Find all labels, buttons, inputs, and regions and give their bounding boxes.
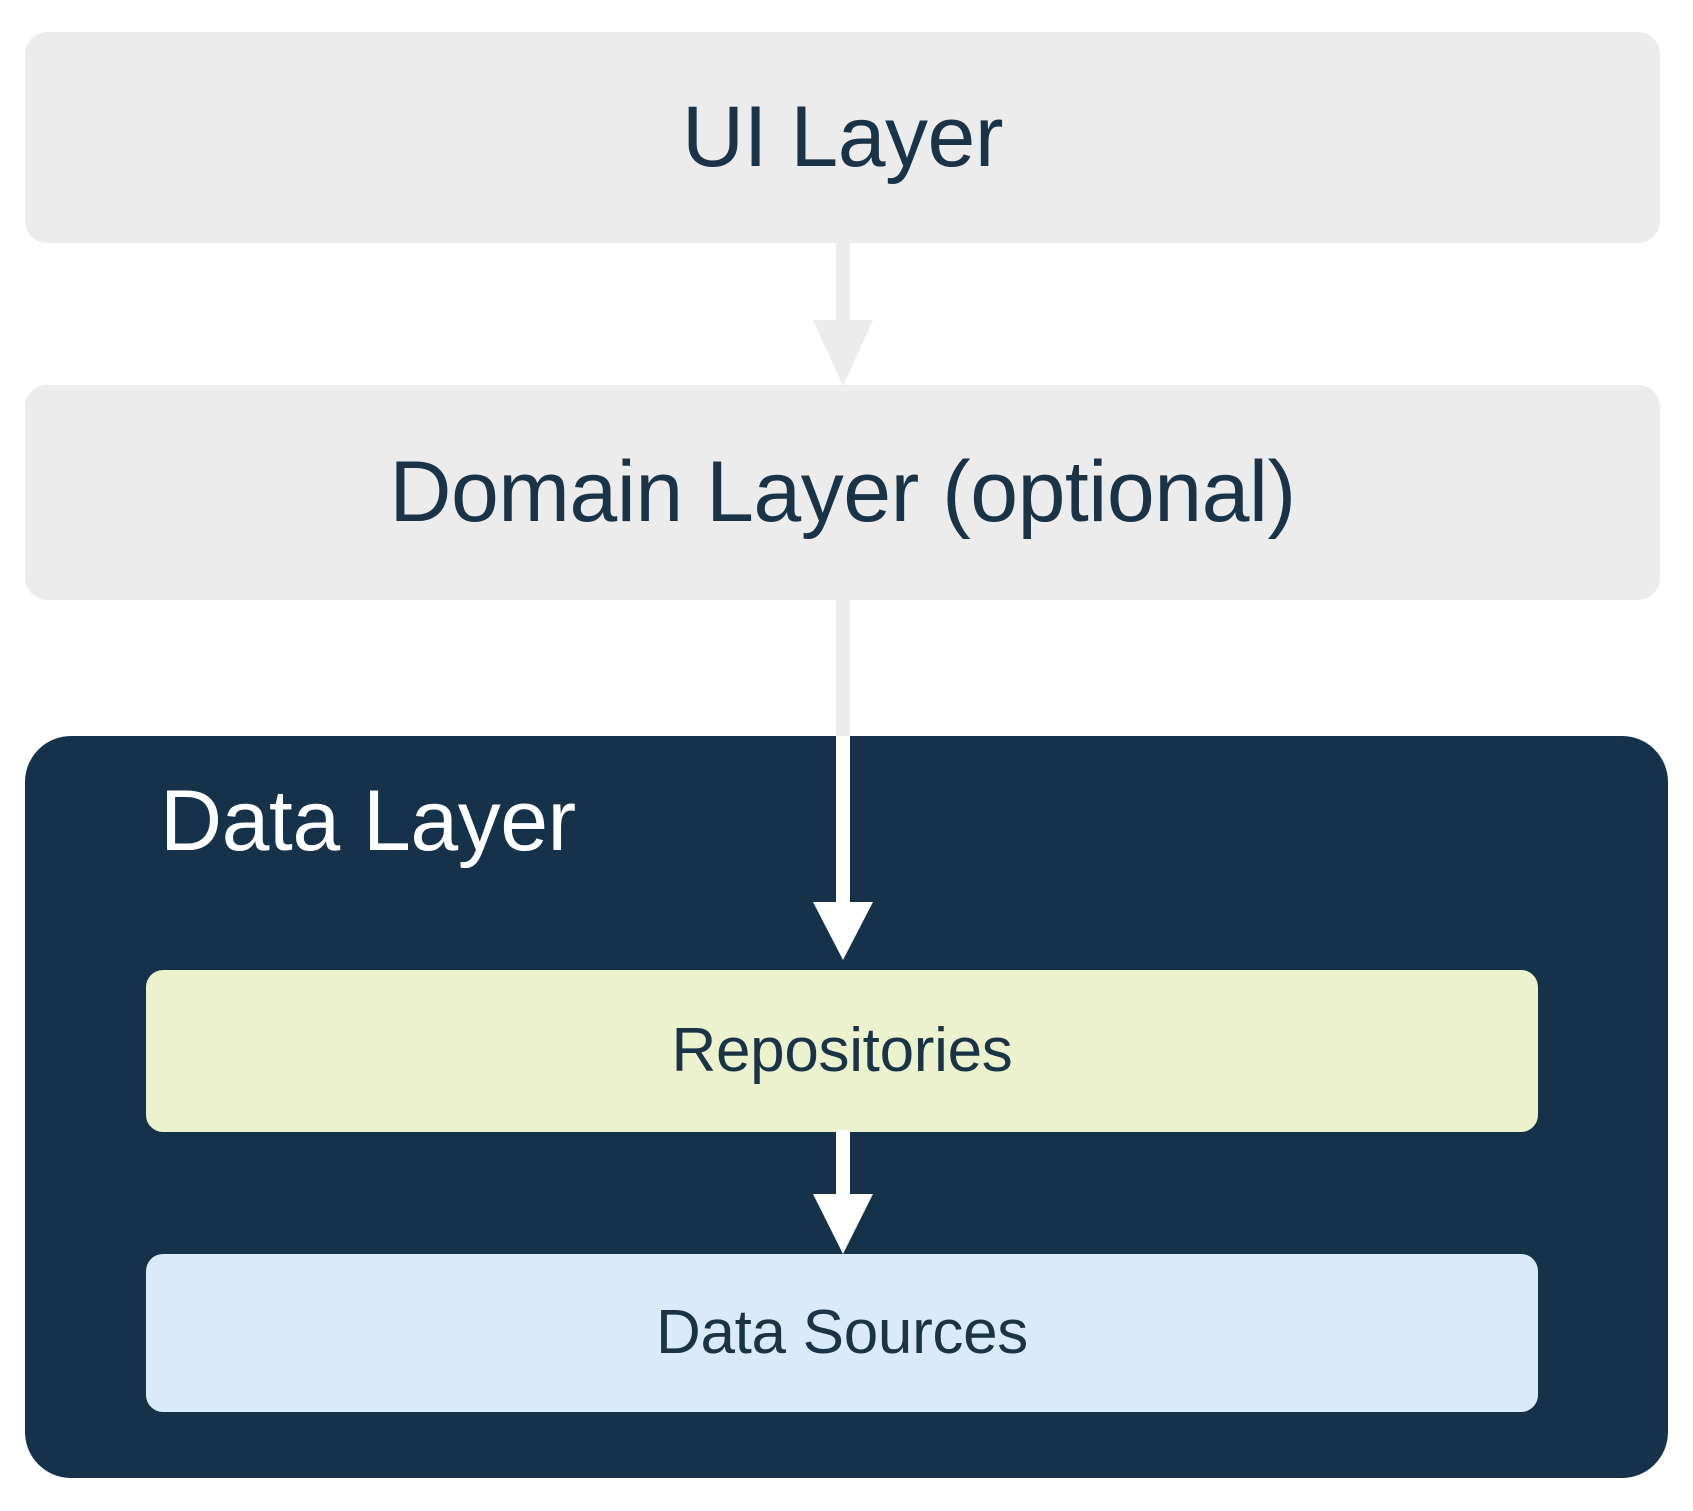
data-layer-box[interactable]: Data Layer Repositories Data Sources [25, 736, 1668, 1478]
data-sources-box[interactable]: Data Sources [146, 1254, 1538, 1412]
repositories-box[interactable]: Repositories [146, 970, 1538, 1132]
arrow-domain-to-data-layer-icon [836, 598, 850, 738]
domain-layer-box[interactable]: Domain Layer (optional) [25, 385, 1660, 600]
domain-layer-label: Domain Layer (optional) [389, 444, 1296, 541]
arrow-ui-to-domain-icon [813, 243, 873, 386]
arrow-repositories-to-data-sources-icon [813, 1130, 873, 1254]
data-sources-label: Data Sources [655, 1297, 1029, 1367]
arrow-into-repositories-icon [813, 736, 873, 960]
repositories-label: Repositories [671, 1015, 1013, 1085]
ui-layer-box[interactable]: UI Layer [25, 32, 1660, 243]
data-layer-label: Data Layer [160, 773, 576, 869]
ui-layer-label: UI Layer [681, 89, 1004, 186]
